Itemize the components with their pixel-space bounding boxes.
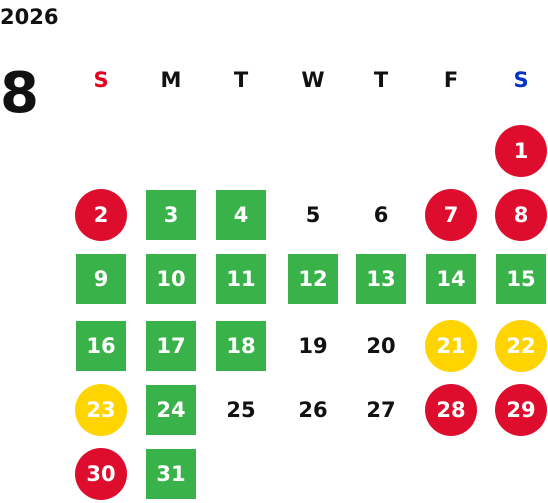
day-cell-14[interactable]: 14 [426, 254, 476, 304]
day-cell-4[interactable]: 4 [216, 190, 266, 240]
day-cell-29[interactable]: 29 [495, 384, 547, 436]
year-label: 2026 [0, 5, 59, 29]
day-cell-28[interactable]: 28 [425, 384, 477, 436]
weekday-sunday: S [93, 68, 109, 92]
day-cell-1[interactable]: 1 [495, 125, 547, 177]
day-cell-19[interactable]: 19 [298, 334, 328, 358]
day-cell-2[interactable]: 2 [75, 189, 127, 241]
day-cell-20[interactable]: 20 [366, 334, 396, 358]
day-cell-8[interactable]: 8 [495, 189, 547, 241]
day-cell-7[interactable]: 7 [425, 189, 477, 241]
day-cell-5[interactable]: 5 [305, 203, 321, 227]
day-cell-11[interactable]: 11 [216, 254, 266, 304]
day-cell-3[interactable]: 3 [146, 190, 196, 240]
day-cell-23[interactable]: 23 [75, 384, 127, 436]
weekday-saturday: S [513, 68, 529, 92]
day-cell-18[interactable]: 18 [216, 321, 266, 371]
day-cell-9[interactable]: 9 [76, 254, 126, 304]
day-cell-30[interactable]: 30 [75, 448, 127, 500]
day-cell-26[interactable]: 26 [298, 398, 328, 422]
month-label: 8 [0, 61, 39, 126]
day-cell-21[interactable]: 21 [425, 320, 477, 372]
day-cell-25[interactable]: 25 [226, 398, 256, 422]
day-cell-6[interactable]: 6 [373, 203, 389, 227]
day-cell-22[interactable]: 22 [495, 320, 547, 372]
day-cell-10[interactable]: 10 [146, 254, 196, 304]
day-cell-17[interactable]: 17 [146, 321, 196, 371]
weekday-monday: M [160, 68, 182, 92]
weekday-friday: F [443, 68, 459, 92]
day-cell-15[interactable]: 15 [496, 254, 546, 304]
day-cell-31[interactable]: 31 [146, 449, 196, 499]
day-cell-27[interactable]: 27 [366, 398, 396, 422]
weekday-wednesday: W [301, 68, 325, 92]
day-cell-24[interactable]: 24 [146, 385, 196, 435]
weekday-thursday: T [373, 68, 389, 92]
day-cell-13[interactable]: 13 [356, 254, 406, 304]
day-cell-12[interactable]: 12 [288, 254, 338, 304]
day-cell-16[interactable]: 16 [76, 321, 126, 371]
weekday-tuesday: T [233, 68, 249, 92]
